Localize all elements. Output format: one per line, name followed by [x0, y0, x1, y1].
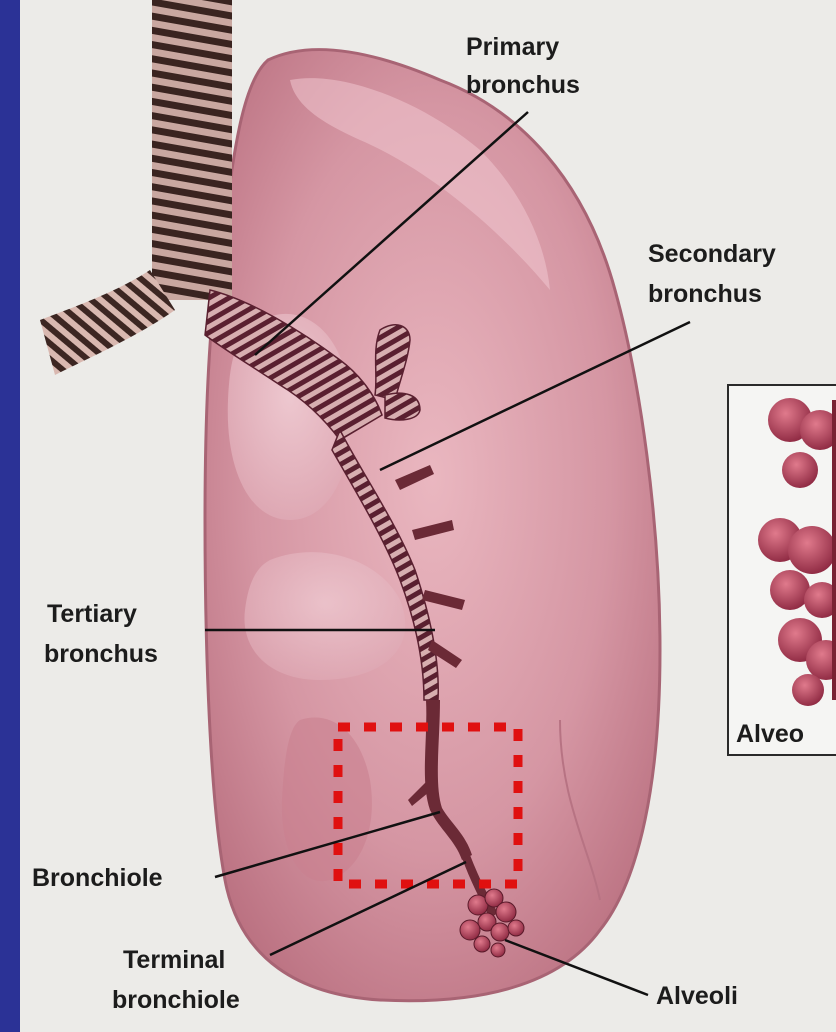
trachea — [152, 0, 232, 300]
label-line: bronchiole — [112, 986, 240, 1014]
terminal-bronchiole-label: Terminal bronchiole — [112, 946, 240, 1014]
label-line: Tertiary — [47, 600, 137, 628]
alveoli-label: Alveoli — [656, 982, 738, 1010]
inset-alveoli-label: Alveo — [736, 720, 804, 748]
left-bronchus — [40, 270, 175, 375]
tertiary-bronchus-label: Tertiary bronchus — [44, 600, 158, 668]
label-line: Secondary — [648, 240, 776, 268]
secondary-bronchus-label: Secondary bronchus — [648, 240, 783, 308]
alveoli-inset: Alveo — [728, 385, 836, 755]
primary-bronchus-label: Primary bronchus — [466, 33, 580, 99]
label-line: Terminal — [123, 946, 225, 974]
bronchiole-label: Bronchiole — [32, 864, 163, 892]
label-line: bronchus — [44, 640, 158, 668]
label-line: bronchus — [648, 280, 762, 308]
label-line: bronchus — [466, 71, 580, 99]
secondary-branch-2 — [385, 393, 420, 420]
label-line: Primary — [466, 33, 559, 61]
